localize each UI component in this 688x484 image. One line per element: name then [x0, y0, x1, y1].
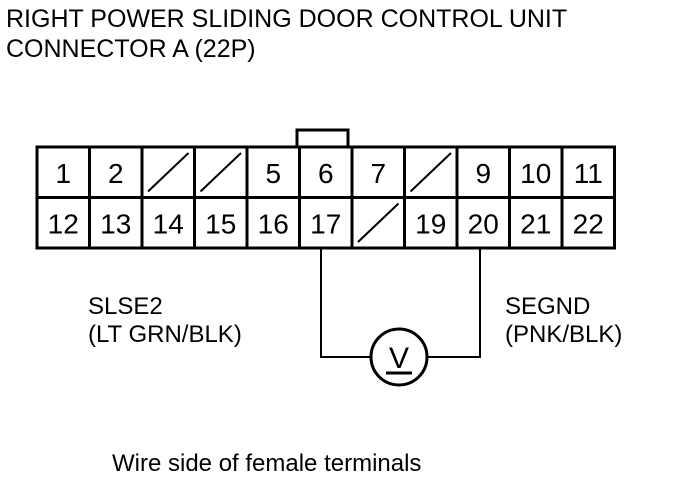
unused-terminal-slash	[199, 152, 242, 193]
terminal-number: 20	[468, 209, 499, 240]
terminal-cell-bottom-5	[245, 196, 301, 250]
right-wire-name: SEGND	[505, 293, 591, 320]
terminal-cell-top-7	[350, 145, 406, 199]
terminal-number: 12	[48, 209, 79, 240]
right-wire-label: SEGND (PNK/BLK)	[505, 293, 622, 349]
terminal-cell-bottom-11	[560, 196, 616, 250]
terminal-number: 21	[520, 209, 551, 240]
terminal-number: 17	[310, 209, 341, 240]
terminal-number: 19	[415, 209, 446, 240]
terminal-number: 10	[520, 158, 551, 189]
title-line-2: CONNECTOR A (22P)	[6, 35, 256, 63]
terminal-cell-bottom-2	[88, 196, 144, 250]
terminal-number: 9	[475, 158, 491, 189]
right-wire-color: (PNK/BLK)	[505, 321, 623, 348]
terminal-number: 15	[205, 209, 236, 240]
caption: Wire side of female terminals	[112, 450, 422, 477]
terminal-cell-top-6	[298, 145, 354, 199]
left-wire-color: (LT GRN/BLK)	[88, 321, 242, 348]
terminal-number: 6	[318, 158, 334, 189]
connector-lock-tab	[295, 128, 350, 149]
terminal-number: 1	[55, 158, 71, 189]
terminal-cell-top-9	[455, 145, 511, 199]
terminal-cell-bottom-9	[455, 196, 511, 250]
terminal-number: 7	[370, 158, 386, 189]
terminal-number: 11	[574, 158, 603, 189]
terminal-number: 14	[153, 209, 184, 240]
terminal-number: 16	[258, 209, 289, 240]
unused-terminal-slash	[357, 202, 400, 243]
left-wire-name: SLSE2	[88, 293, 163, 320]
diagram-title: RIGHT POWER SLIDING DOOR CONTROL UNIT CO…	[6, 4, 567, 64]
terminal-number: 5	[265, 158, 281, 189]
voltmeter-icon: V	[369, 327, 429, 387]
wire-17	[320, 248, 370, 358]
terminal-number: 13	[100, 209, 131, 240]
terminal-cell-top-11	[560, 145, 616, 199]
terminal-cell-bottom-8	[403, 196, 459, 250]
terminal-number: 2	[108, 158, 124, 189]
voltmeter-symbol: V	[389, 342, 409, 375]
unused-terminal-slash	[409, 152, 452, 193]
wire-20	[428, 248, 481, 358]
title-line-1: RIGHT POWER SLIDING DOOR CONTROL UNIT	[6, 5, 568, 33]
left-wire-label: SLSE2 (LT GRN/BLK)	[88, 293, 242, 349]
terminal-number: 22	[573, 209, 604, 240]
unused-terminal-slash	[147, 152, 190, 193]
